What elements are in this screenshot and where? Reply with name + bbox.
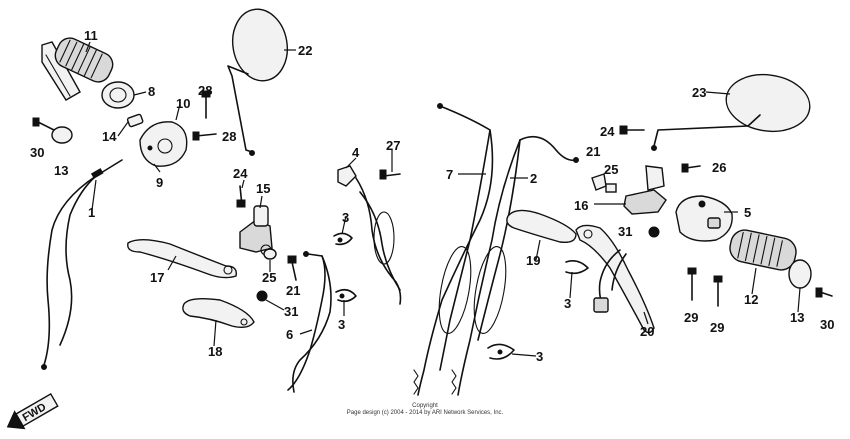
callout-21-right: 21 [586,144,600,159]
callout-31-left: 31 [284,304,298,319]
callout-14: 14 [102,129,117,144]
callout-27: 27 [386,138,400,153]
switch-15[interactable] [239,205,273,256]
callout-30-left: 30 [30,145,44,160]
callout-8: 8 [148,84,155,99]
callout-3-b: 3 [338,317,345,332]
callout-26: 26 [712,160,726,175]
left-mirror[interactable] [227,5,293,156]
bolt-28-lower[interactable] [192,131,217,141]
switch-housing-5[interactable] [675,195,733,242]
callout-23: 23 [692,85,706,100]
callout-19: 19 [526,253,540,268]
callout-3-a: 3 [342,210,349,225]
callout-28-b: 28 [222,129,236,144]
throttle-housing[interactable] [139,121,188,167]
bolt-28-upper[interactable] [201,90,211,119]
screw-24-right[interactable] [619,125,645,135]
cable-4[interactable] [337,165,402,305]
cable-clamp-3-c[interactable] [487,343,515,360]
bolt-29-b[interactable] [713,275,723,307]
callout-3-c: 3 [536,349,543,364]
grip-end-weight-13-left[interactable] [51,126,73,144]
callout-10: 10 [176,96,190,111]
callout-22: 22 [298,43,312,58]
screw-30-right[interactable] [815,287,833,298]
callout-20: 20 [640,324,654,339]
cable-2[interactable] [434,135,579,396]
lever-holder-18[interactable] [182,297,255,329]
callout-13-right: 13 [790,310,804,325]
lever-body-19[interactable] [506,209,577,244]
cable-clamp-3-b[interactable] [335,288,357,303]
right-grip[interactable] [727,227,798,272]
copyright-line-2: Page design (c) 2004 - 2014 by ARI Netwo… [346,410,504,416]
screw-24-left[interactable] [236,185,246,208]
callouts: 11 8 10 28 28 14 30 13 9 1 22 24 15 17 2… [30,28,834,364]
throttle-cable[interactable] [41,159,123,370]
bolt-29-a[interactable] [687,267,697,301]
copyright-footer: Copyright Page design (c) 2004 - 2014 by… [0,403,850,417]
callout-1: 1 [88,205,95,220]
callout-24-left: 24 [233,166,248,181]
cable-clamp-3-d[interactable] [565,260,589,275]
throttle-pulley[interactable] [101,81,135,109]
callout-30-right: 30 [820,317,834,332]
callout-17: 17 [150,270,164,285]
nut-25-left[interactable] [263,248,277,260]
clutch-cable[interactable] [287,251,332,393]
callout-18: 18 [208,344,222,359]
cable-clamp-3-a[interactable] [333,232,353,246]
callout-21-left: 21 [286,283,300,298]
callout-7: 7 [446,167,453,182]
callout-5: 5 [744,205,751,220]
right-mirror[interactable] [651,69,814,151]
callout-6: 6 [286,327,293,342]
callout-31-right: 31 [618,224,632,239]
left-grip[interactable] [41,34,117,101]
screw-26-right[interactable] [681,163,701,173]
callout-4: 4 [352,145,360,160]
callout-15: 15 [256,181,270,196]
callout-11: 11 [84,28,98,43]
bolt-27[interactable] [379,169,401,180]
callout-24-right: 24 [600,124,615,139]
callout-9: 9 [156,175,163,190]
callout-16: 16 [574,198,588,213]
screw-21-left[interactable] [287,255,297,281]
screw-30-left[interactable] [32,117,55,131]
callout-29-a: 29 [684,310,698,325]
brake-switch-16[interactable] [623,165,667,215]
forward-arrow: FWD [6,392,59,430]
nut-25-right[interactable] [605,183,617,193]
cable-7[interactable] [413,103,494,396]
front-brake-lever[interactable] [575,224,655,334]
brake-switch-wire[interactable] [593,249,627,313]
nut-31-left[interactable] [256,290,268,302]
nut-31-right[interactable] [648,226,660,238]
callout-25-right: 25 [604,162,618,177]
clutch-lever[interactable] [127,239,237,279]
callout-25-left: 25 [262,270,276,285]
screw-14[interactable] [126,113,144,128]
leader-lines [85,41,801,357]
grip-end-weight-13-right[interactable] [788,259,812,289]
callout-29-b: 29 [710,320,724,335]
copyright-line-1: Copyright [412,403,438,409]
callout-28-a: 28 [198,83,212,98]
callout-12: 12 [744,292,758,307]
callout-13-left: 13 [54,163,68,178]
callout-2: 2 [530,171,537,186]
callout-3-d: 3 [564,296,571,311]
